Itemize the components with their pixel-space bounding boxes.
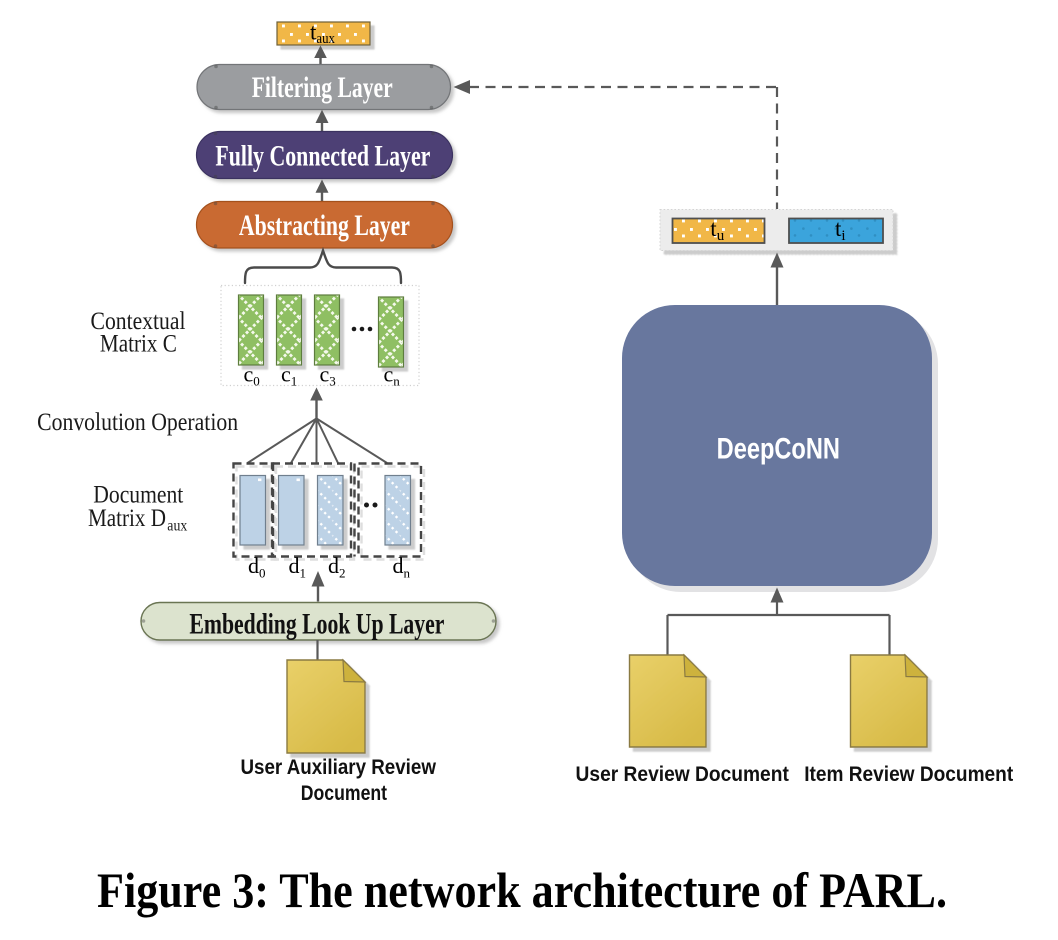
svg-text:Filtering Layer: Filtering Layer xyxy=(252,71,393,104)
svg-text:User Auxiliary Review: User Auxiliary Review xyxy=(240,756,436,779)
svg-text:Item Review Document: Item Review Document xyxy=(804,763,1013,786)
svg-text:Abstracting Layer: Abstracting Layer xyxy=(239,209,410,242)
svg-text:Matrix D: Matrix D xyxy=(88,505,166,532)
svg-text:Embedding Look Up Layer: Embedding Look Up Layer xyxy=(189,607,444,640)
svg-text:Matrix C: Matrix C xyxy=(100,331,177,358)
svg-text:d2: d2 xyxy=(328,553,346,581)
svg-text:User Review Document: User Review Document xyxy=(576,763,789,786)
svg-text:Document: Document xyxy=(301,782,387,805)
svg-text:Fully Connected Layer: Fully Connected Layer xyxy=(215,140,430,173)
svg-text:DeepCoNN: DeepCoNN xyxy=(717,433,840,466)
svg-text:Contextual: Contextual xyxy=(91,308,186,335)
svg-text:dn: dn xyxy=(393,553,411,581)
svg-text:d1: d1 xyxy=(289,553,307,581)
svg-text:ti: ti xyxy=(835,216,846,244)
svg-text:Convolution Operation: Convolution Operation xyxy=(37,409,238,436)
svg-text:d0: d0 xyxy=(248,553,266,581)
svg-text:Document: Document xyxy=(93,481,183,508)
svg-text:Figure 3: The network architec: Figure 3: The network architecture of PA… xyxy=(97,862,947,918)
svg-text:aux: aux xyxy=(167,518,187,535)
